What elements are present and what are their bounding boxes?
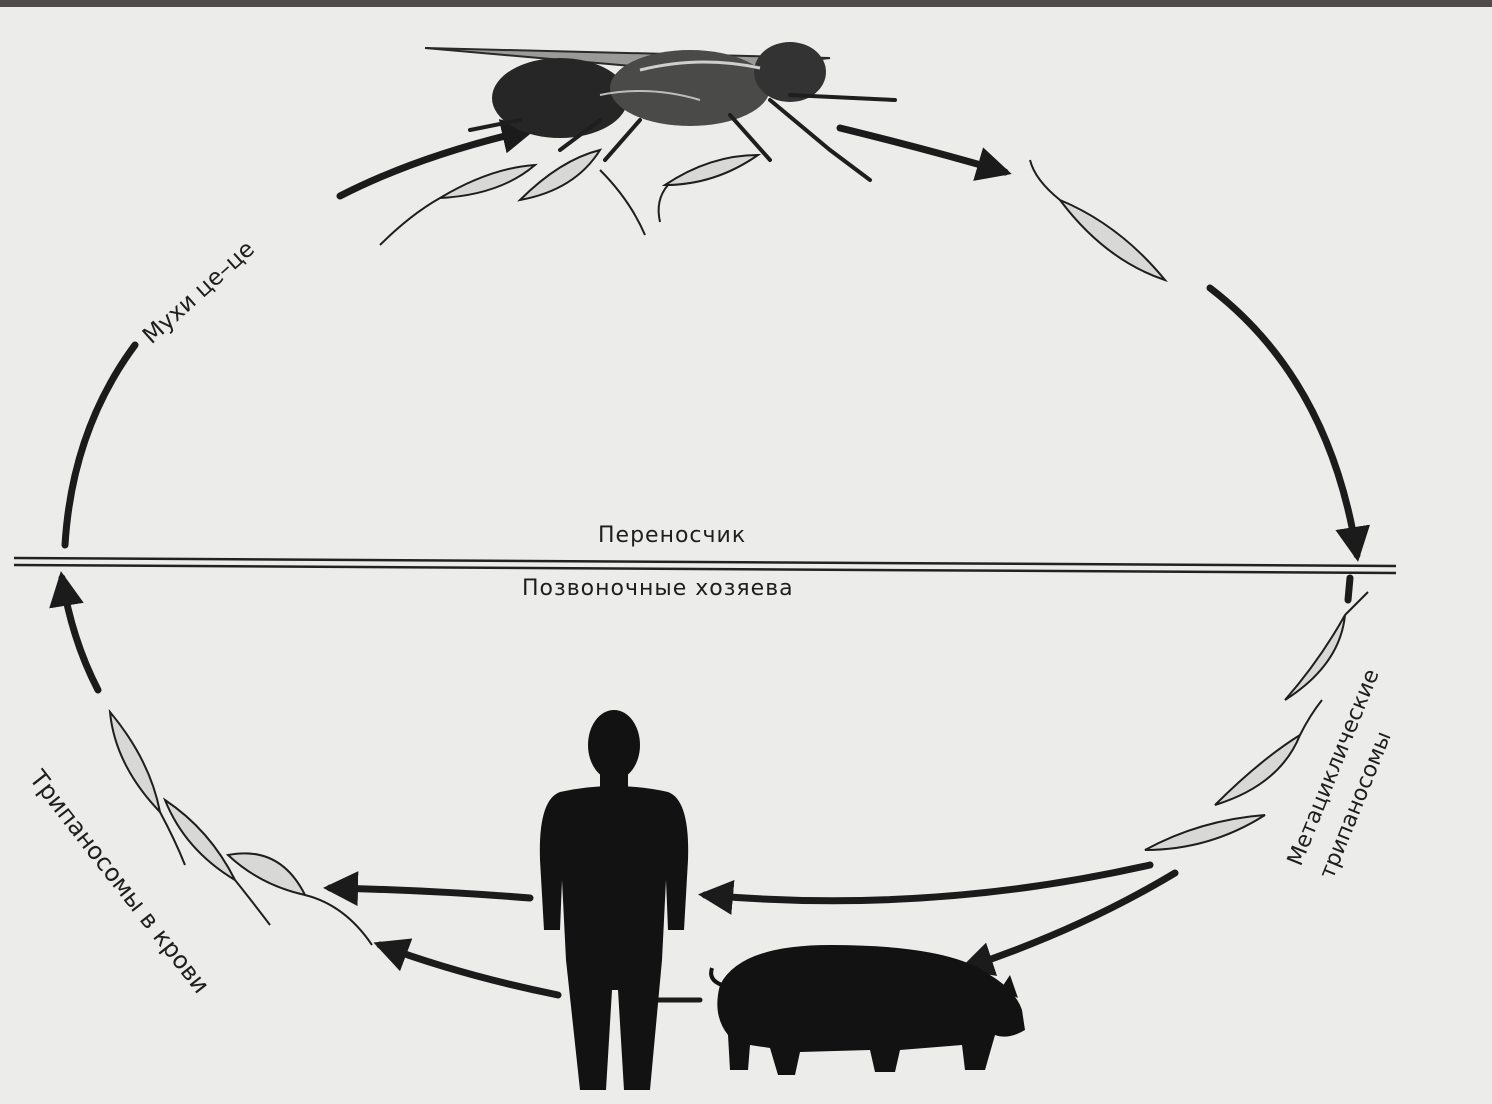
arrow-human-to-blood-1 bbox=[330, 888, 530, 898]
trypanosome-icon bbox=[520, 150, 600, 200]
vector-label: Переносчик bbox=[598, 523, 746, 548]
trypanosome-icon bbox=[1215, 735, 1300, 805]
tsetse-fly-icon bbox=[425, 42, 895, 180]
arc-from-fly bbox=[840, 128, 1005, 172]
arc-right-upper bbox=[1210, 288, 1357, 555]
trypanosome-icon bbox=[110, 712, 160, 812]
vertebrate-hosts-label: Позвоночные хозяева bbox=[522, 576, 794, 601]
trypanosome-icon bbox=[1060, 200, 1165, 280]
arc-right-lower bbox=[1348, 578, 1350, 600]
arc-left-lower bbox=[62, 578, 98, 690]
trypanosome-icon bbox=[440, 165, 535, 198]
trypanosome-icon bbox=[1285, 615, 1345, 700]
vector-host-separator bbox=[14, 558, 1396, 573]
arc-left-upper bbox=[65, 345, 135, 545]
trypanosome-icon bbox=[165, 800, 235, 880]
fly-trypanosomes bbox=[380, 150, 1165, 280]
trypanosome-icon bbox=[228, 853, 305, 895]
arrow-to-human bbox=[705, 865, 1150, 901]
trypanosome-icon bbox=[665, 155, 758, 185]
arrow-to-pig bbox=[965, 873, 1175, 968]
human-silhouette-icon bbox=[540, 710, 688, 1090]
trypanosome-icon bbox=[1145, 815, 1265, 850]
arrow-human-to-blood-2 bbox=[380, 945, 558, 995]
metacyclic-trypanosomes bbox=[1145, 592, 1368, 850]
